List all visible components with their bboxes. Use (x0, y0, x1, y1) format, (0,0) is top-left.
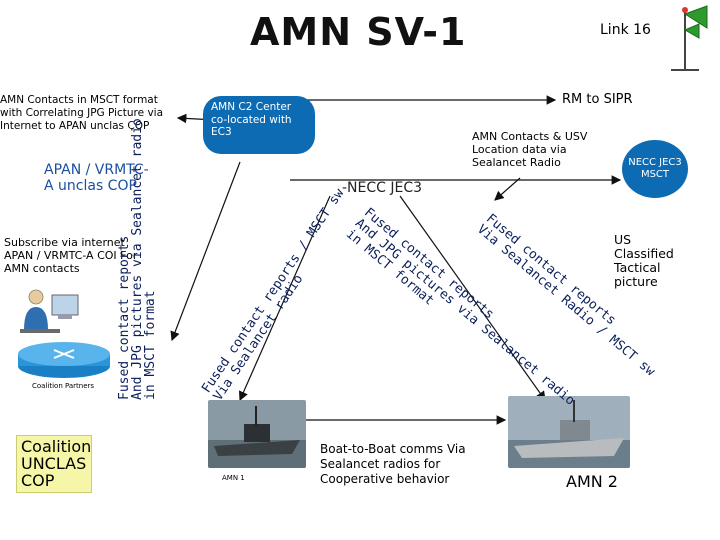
us-classified-label: US Classified Tactical picture (614, 232, 674, 289)
amn2-boat-image (508, 396, 630, 468)
amn-c2-center-box: AMN C2 Center co-located with EC3 (203, 96, 315, 154)
arrow-necc-to-amn1 (238, 195, 331, 402)
arrow-c2-to-sealancet (170, 161, 241, 342)
necc-jec3-center-label: -NECC JEC3 (342, 180, 423, 196)
rotated-sealancet-block: Fused contact reports And JPG pictures v… (117, 118, 158, 400)
arrow-necc-to-amn2 (399, 195, 546, 401)
router-icon (18, 342, 110, 378)
page-title: AMN SV-1 (250, 10, 467, 54)
necc-jec3-msct-label: NECC JEC3 MSCT (628, 157, 682, 180)
radio-tower-icon (671, 5, 708, 71)
amn1-label: AMN 1 (222, 474, 245, 482)
necc-jec3-msct-badge: NECC JEC3 MSCT (622, 140, 688, 198)
rm-to-sipr-label: RM to SIPR (562, 92, 633, 107)
coalition-unclas-cop-box: Coalition UNCLAS COP (16, 435, 92, 493)
coalition-partners-label: Coalition Partners (32, 382, 95, 390)
user-at-computer-icon (20, 289, 79, 333)
amn2-label: AMN 2 (566, 472, 618, 491)
apan-cop-label: APAN / VRMTC-A unclas COP (44, 162, 149, 194)
amn-contacts-msct-label: AMN Contacts in MSCT format with Correla… (0, 94, 164, 132)
amn1-boat-image (208, 400, 306, 468)
boat-to-boat-label: Boat-to-Boat comms Via Sealancet radios … (320, 442, 466, 486)
subscribe-label: Subscribe via internet APAN / VRMTC-A CO… (4, 236, 138, 275)
amn-contacts-usv-label: AMN Contacts & USV Location data via Sea… (472, 130, 588, 169)
link16-label: Link 16 (600, 22, 651, 38)
arrow-usv-to-c2 (494, 177, 521, 201)
rotated-sealancet-line3: in MSCT format (143, 290, 158, 400)
